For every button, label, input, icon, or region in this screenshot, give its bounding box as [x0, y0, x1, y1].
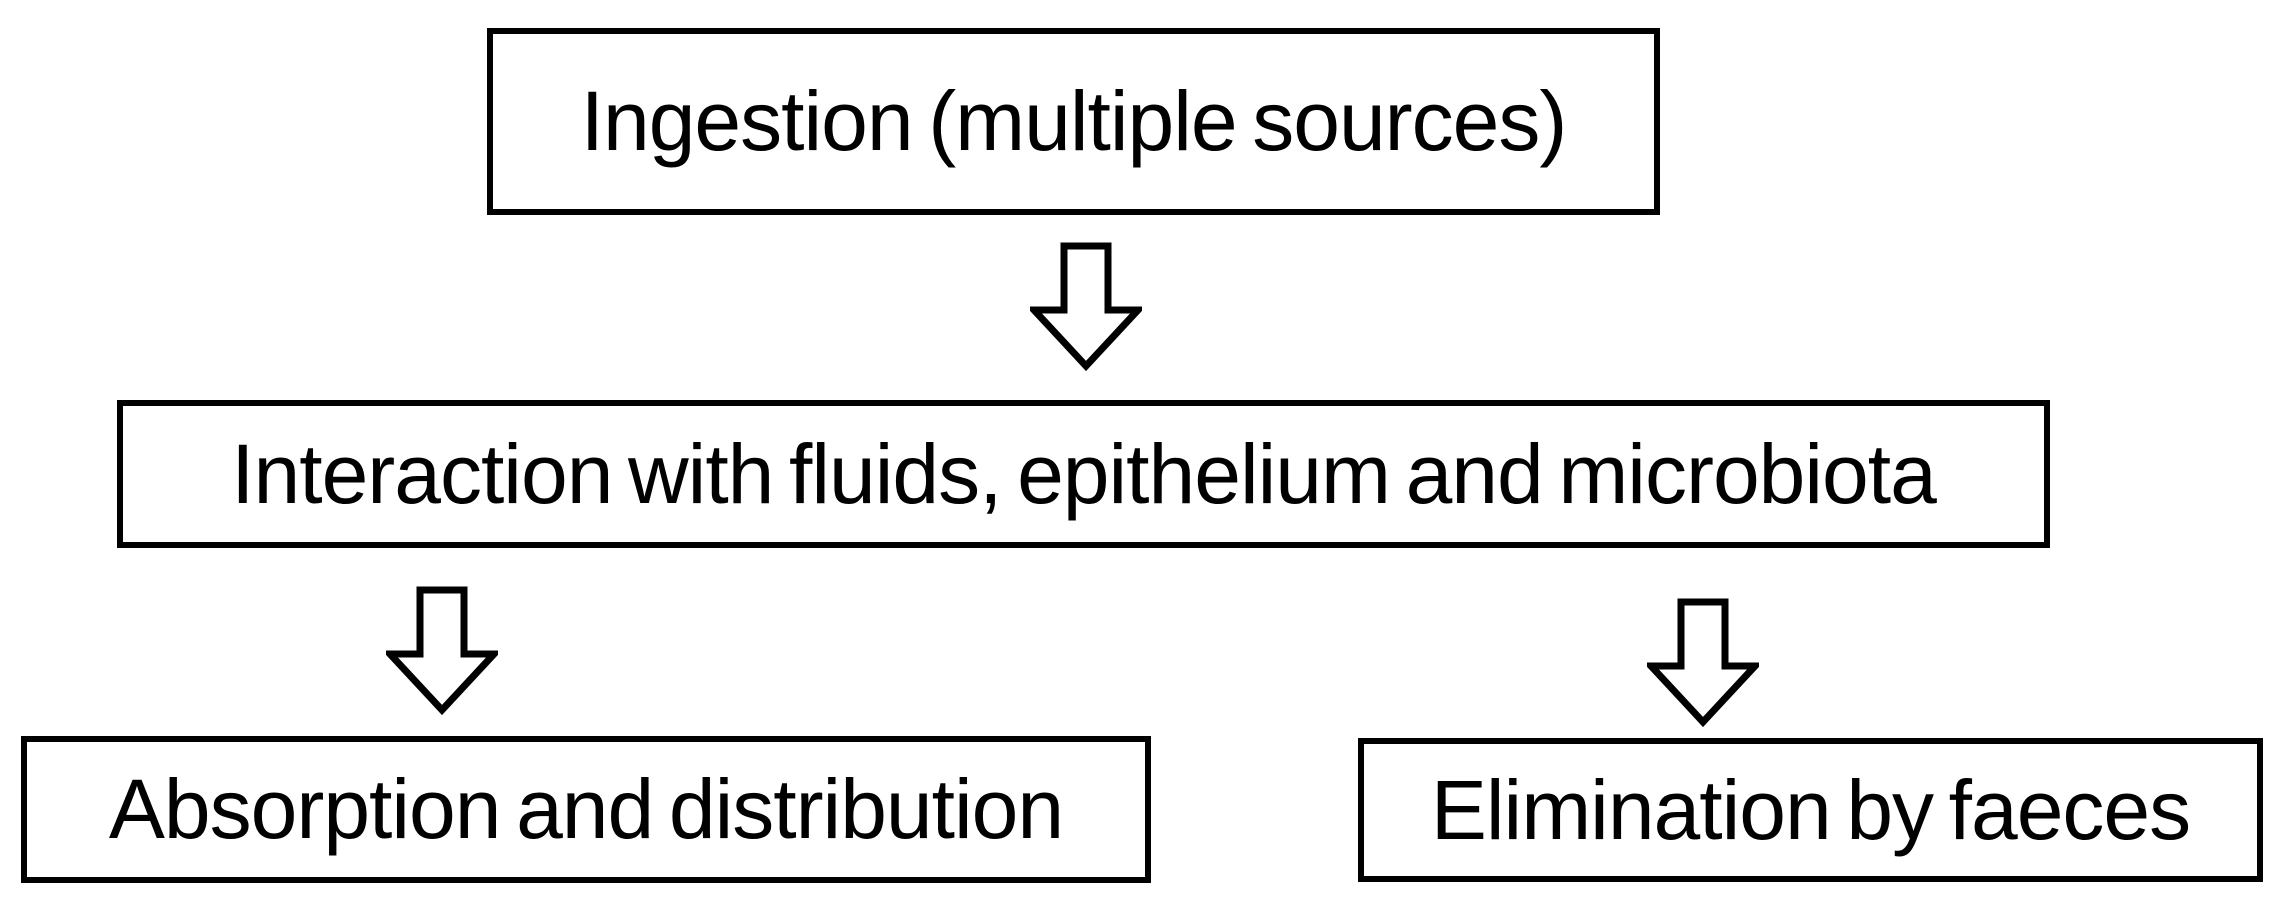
down-arrow-icon	[1030, 242, 1142, 372]
down-arrow-icon	[386, 586, 498, 716]
down-arrow-icon	[1647, 598, 1759, 728]
node-absorption: Absorption and distribution	[21, 736, 1151, 883]
node-elimination: Elimination by faeces	[1358, 738, 2263, 882]
node-interaction: Interaction with fluids, epithelium and …	[117, 400, 2050, 548]
down-arrow-shape	[1030, 242, 1142, 372]
node-elimination-label: Elimination by faeces	[1430, 762, 2191, 857]
down-arrow-shape	[386, 586, 498, 716]
node-ingestion: Ingestion (multiple sources)	[487, 28, 1660, 215]
node-ingestion-label: Ingestion (multiple sources)	[580, 74, 1568, 169]
node-interaction-label: Interaction with fluids, epithelium and …	[231, 426, 1937, 521]
node-absorption-label: Absorption and distribution	[108, 762, 1064, 857]
down-arrow-shape	[1647, 598, 1759, 728]
